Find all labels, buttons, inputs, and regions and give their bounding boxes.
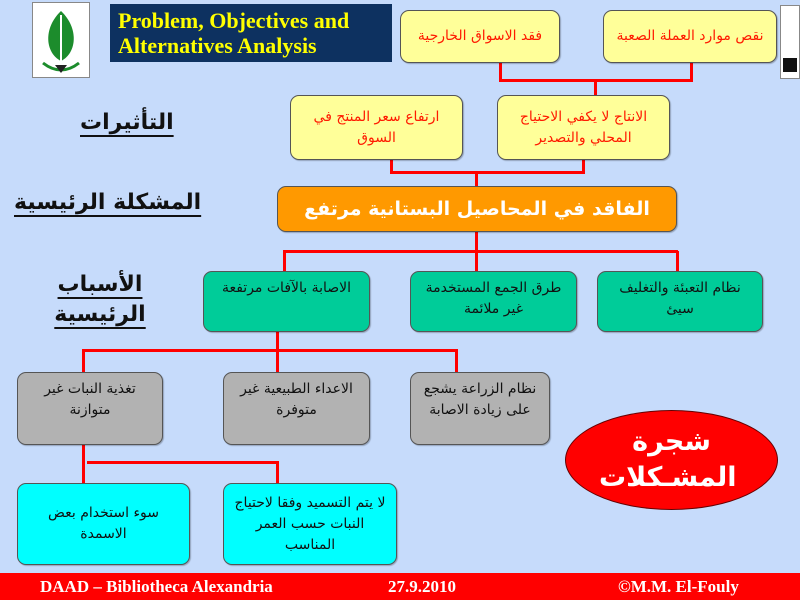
connector (82, 350, 85, 372)
connector (283, 251, 286, 271)
effect-high-product-price: ارتفاع سعر المنتج في السوق (290, 95, 463, 160)
footer-org: DAAD – Bibliotheca Alexandria (40, 577, 273, 596)
effect-lost-foreign-markets: فقد الاسواق الخارجية (400, 10, 560, 63)
connector (676, 251, 679, 271)
footer: DAAD – Bibliotheca Alexandria 27.9.2010 … (0, 573, 800, 600)
cause-pest-infestation: الاصابة بالآفات مرتفعة (203, 271, 370, 332)
problem-tree-badge: شجرة المشـكلات (565, 410, 778, 510)
rootcause-fertilizer-misuse: سوء استخدام بعض الاسمدة (17, 483, 190, 565)
connector (390, 171, 585, 174)
main-problem-box: الفاقد في المحاصيل البستانية مرتفع (277, 186, 677, 232)
label-main-causes: الأسباب الرئيسية (54, 272, 146, 327)
connector (594, 80, 597, 95)
connector (690, 63, 693, 81)
cause-packaging-system: نظام التعبئة والتغليف سيئ (597, 271, 763, 332)
nh-logo-mark (783, 58, 797, 72)
connector (82, 445, 85, 483)
connector (455, 350, 458, 372)
subcause-unbalanced-nutrition: تغذية النبات غير متوازنة (17, 372, 163, 445)
footer-copyright: ©M.M. El-Fouly (618, 577, 739, 596)
footer-date: 27.9.2010 (388, 577, 456, 596)
label-effects: التأثيرات (80, 110, 174, 135)
slide-title-bar: Problem, Objectives and Alternatives Ana… (110, 4, 392, 62)
effect-hard-currency-shortage: نقص موارد العملة الصعبة (603, 10, 777, 63)
connector (475, 251, 478, 271)
connector (87, 461, 279, 464)
connector (582, 160, 585, 173)
connector (276, 332, 279, 351)
slide-title: Problem, Objectives and Alternatives Ana… (118, 8, 350, 58)
cause-harvest-methods: طرق الجمع المستخدمة غير ملائمة (410, 271, 577, 332)
nh-logo (780, 5, 800, 79)
connector (82, 349, 458, 352)
connector (276, 350, 279, 372)
connector (390, 160, 393, 173)
subcause-farming-system: نظام الزراعة يشجع على زيادة الاصابة (410, 372, 550, 445)
connector (499, 63, 502, 81)
gtz-nrc-logo (32, 2, 90, 78)
rootcause-fertilization-timing: لا يتم التسميد وفقا لاحتياج النبات حسب ا… (223, 483, 397, 565)
subcause-natural-enemies: الاعداء الطبيعية غير متوفرة (223, 372, 370, 445)
connector (283, 250, 678, 253)
label-main-problem: المشكلة الرئيسية (14, 190, 202, 215)
connector (475, 172, 478, 186)
connector (475, 232, 478, 252)
connector (276, 462, 279, 483)
problem-tree-label: شجرة المشـكلات (598, 426, 737, 493)
effect-insufficient-production: الانتاج لا يكفي الاحتياج المحلي والتصدير (497, 95, 670, 160)
